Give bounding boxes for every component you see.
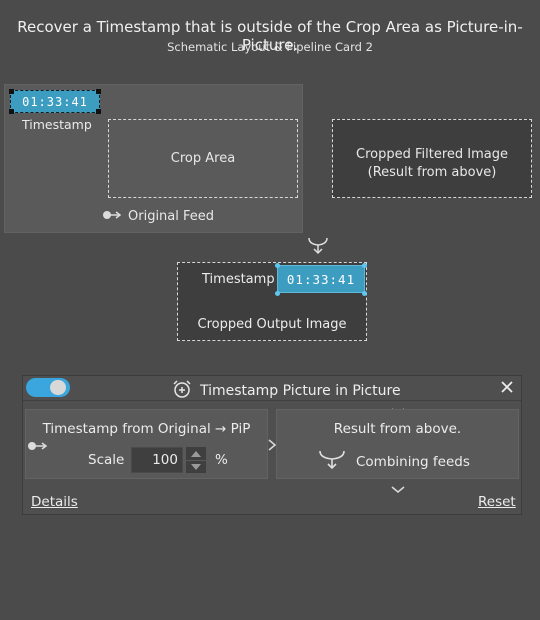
alarm-clock-plus-icon bbox=[172, 379, 192, 403]
connector-arrow-icon bbox=[102, 209, 122, 224]
details-link[interactable]: Details bbox=[31, 494, 78, 510]
toggle-knob[interactable] bbox=[50, 380, 66, 395]
crop-area-box: Crop Area bbox=[108, 119, 298, 198]
resize-handle[interactable] bbox=[362, 291, 367, 296]
original-feed-caption: Original Feed bbox=[102, 209, 214, 224]
spin-up-icon[interactable] bbox=[186, 447, 206, 460]
original-timestamp-text: 01:33:41 bbox=[22, 94, 88, 109]
output-timestamp-box[interactable]: 01:33:41 bbox=[277, 265, 365, 293]
resize-handle[interactable] bbox=[362, 263, 367, 268]
cropped-filtered-image-box: Cropped Filtered Image (Result from abov… bbox=[332, 119, 532, 198]
page-title: Recover a Timestamp that is outside of t… bbox=[17, 18, 523, 54]
selection-handle[interactable] bbox=[9, 89, 14, 94]
cropped-filtered-sublabel: (Result from above) bbox=[367, 164, 497, 180]
scale-label: Scale bbox=[88, 452, 125, 468]
pip-source-label: Timestamp from Original → PiP bbox=[42, 421, 251, 437]
selection-handle[interactable] bbox=[96, 89, 101, 94]
output-timestamp-label: Timestamp bbox=[202, 272, 275, 287]
connector-arrow-icon bbox=[27, 437, 49, 456]
result-label: Result from above. bbox=[333, 421, 462, 437]
card-title-row: Timestamp Picture in Picture bbox=[172, 379, 401, 403]
original-feed-label: Original Feed bbox=[128, 209, 215, 224]
merge-arrow-icon bbox=[318, 449, 346, 475]
page-subtitle: Schematic Layout & Pipeline Card 2 bbox=[167, 40, 373, 54]
resize-handle[interactable] bbox=[275, 291, 280, 296]
scale-unit-label: % bbox=[215, 452, 228, 468]
output-timestamp-text: 01:33:41 bbox=[286, 271, 356, 287]
timestamp-label: Timestamp bbox=[22, 117, 92, 132]
chevron-right-icon bbox=[267, 437, 277, 456]
crop-area-label: Crop Area bbox=[170, 151, 236, 166]
close-icon[interactable] bbox=[498, 378, 516, 396]
scale-input[interactable] bbox=[131, 447, 183, 473]
reset-link[interactable]: Reset bbox=[478, 494, 516, 510]
selection-handle[interactable] bbox=[96, 109, 101, 114]
selection-handle[interactable] bbox=[9, 109, 14, 114]
card-header-divider bbox=[23, 400, 521, 401]
combine-panel bbox=[276, 409, 519, 479]
chevron-down-icon[interactable] bbox=[388, 479, 408, 494]
cropped-output-label: Cropped Output Image bbox=[197, 317, 347, 332]
combining-feeds-label: Combining feeds bbox=[356, 454, 470, 470]
merge-arrow-icon bbox=[307, 236, 329, 260]
cropped-filtered-label: Cropped Filtered Image bbox=[356, 146, 508, 162]
spin-down-icon[interactable] bbox=[186, 461, 206, 473]
card-title: Timestamp Picture in Picture bbox=[200, 383, 401, 399]
combining-feeds-row: Combining feeds bbox=[318, 449, 470, 475]
original-timestamp-box[interactable]: 01:33:41 bbox=[10, 90, 100, 113]
resize-handle[interactable] bbox=[275, 263, 280, 268]
